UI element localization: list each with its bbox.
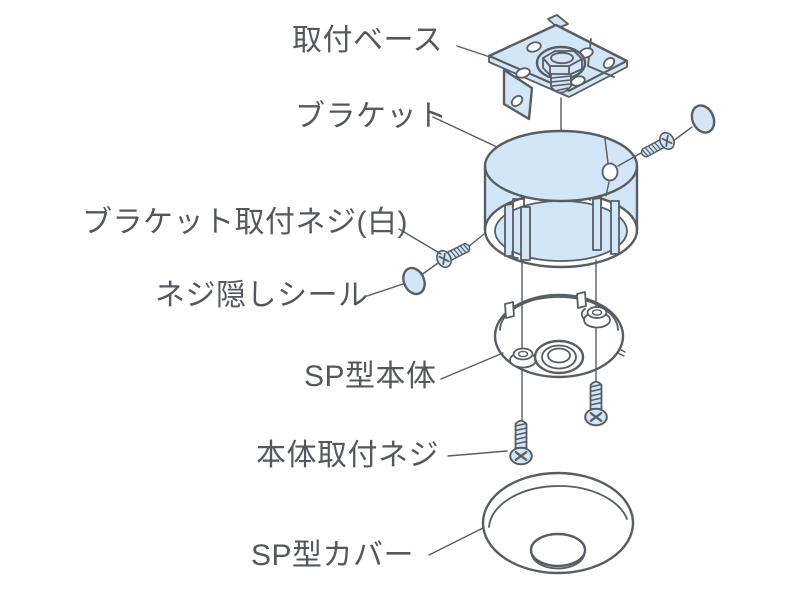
sensor-lens-dome <box>533 339 585 375</box>
assembly-axis-line <box>467 233 485 248</box>
sp-cover-drawing <box>481 471 635 575</box>
sp-cover-rim-arc <box>488 485 628 528</box>
sp-body-drawing <box>493 259 626 421</box>
bracket-screw-right-assembly <box>617 104 716 167</box>
body-mounting-screw <box>509 419 533 466</box>
leader-screw-seal <box>363 283 404 298</box>
sp-body-tab <box>504 301 515 319</box>
leader-body-screw <box>447 450 508 457</box>
body-mounting-screws <box>509 380 608 466</box>
plate-hole <box>526 41 542 53</box>
bracket-interior <box>494 200 628 262</box>
label-sp-cover: SP型カバー <box>251 539 415 572</box>
leader-bracket <box>432 116 498 148</box>
bracket-drawing <box>483 129 639 269</box>
assembly-axis-line <box>672 126 693 142</box>
leader-bracket-screw <box>398 228 442 255</box>
flange-hole <box>510 95 524 107</box>
sp-body-screw-boss <box>509 347 537 369</box>
leader-lines <box>363 45 508 556</box>
leader-sp-body <box>440 352 504 380</box>
base-left-flange <box>502 68 534 121</box>
leader-sp-cover <box>428 527 484 556</box>
label-body-screw: 本体取付ネジ <box>256 439 439 472</box>
bracket-seam <box>604 138 610 197</box>
label-bracket: ブラケット <box>295 100 448 133</box>
bracket-mounting-screw <box>637 129 678 163</box>
label-sp-body: SP型本体 <box>304 360 437 393</box>
mounting-base-drawing <box>487 14 629 132</box>
sp-cover-shell <box>481 471 635 575</box>
leader-mounting-base <box>456 45 497 60</box>
sp-body-tab <box>576 291 587 309</box>
assembly-axis-line <box>617 152 642 167</box>
cover-opening <box>529 532 587 568</box>
label-bracket-screw: ブラケット取付ネジ(白) <box>82 206 408 239</box>
bracket-screw-left-assembly <box>402 233 485 296</box>
label-mounting-base: 取付ベース <box>292 24 443 57</box>
assembly-axis-line <box>419 262 439 277</box>
plate-hole <box>515 67 531 79</box>
bracket-screw-hole <box>601 162 619 182</box>
body-mounting-screw <box>584 380 608 427</box>
sp-body-screw-boss <box>580 306 611 329</box>
flange-hole <box>602 57 616 69</box>
screw-hiding-seal <box>690 104 716 134</box>
screw-hiding-seal <box>402 266 426 296</box>
bracket-rail-left <box>504 198 531 261</box>
nut-hole <box>550 51 574 65</box>
bracket-rail-right <box>589 192 620 255</box>
label-screw-seal: ネジ隠しシール <box>155 279 369 312</box>
